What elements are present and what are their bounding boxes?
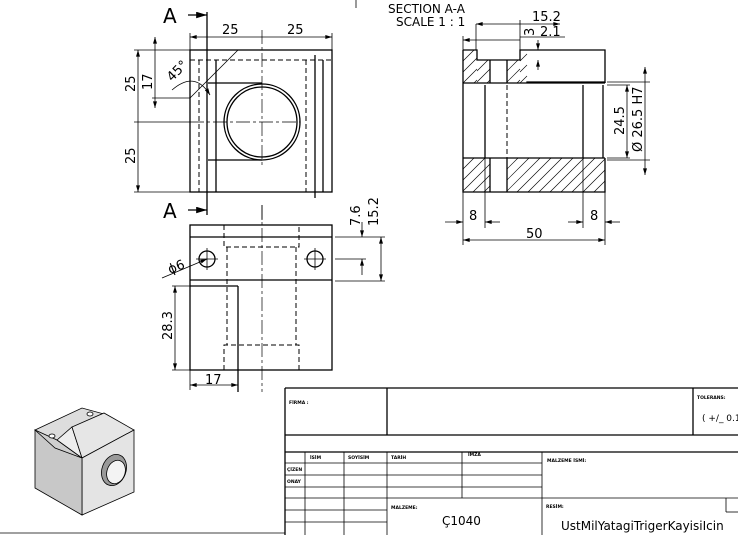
hatch-line xyxy=(571,158,606,193)
hatch-line xyxy=(506,157,541,192)
section-scale: SCALE 1 : 1 xyxy=(396,15,465,29)
dim-top-height-lower: 25 xyxy=(124,147,139,164)
hatch-line xyxy=(462,157,475,170)
col-soyisim: SOYİSİM xyxy=(348,454,370,461)
dim-top-width-right: 25 xyxy=(287,23,304,38)
dim-section-slot-width: 15.2 xyxy=(532,10,561,25)
section-title: SECTION A-A xyxy=(388,2,466,16)
hatch-line xyxy=(506,157,530,181)
dim-section-bore-inner: 24.5 xyxy=(613,106,628,135)
section-view: SECTION A-A SCALE 1 : 1 15.2 3 2.1 24.5 … xyxy=(388,2,650,245)
hatch-line xyxy=(462,163,491,192)
firma-label: FİRMA : xyxy=(289,399,309,406)
hatch-line xyxy=(462,68,478,84)
hatch-line xyxy=(593,180,606,193)
section-marker-bottom: A xyxy=(163,199,177,223)
dim-chamfer-angle: 45° xyxy=(164,58,191,85)
section-hatching xyxy=(462,49,606,193)
hatch-line xyxy=(476,68,491,83)
hatch-line xyxy=(506,157,519,170)
tolerans-value: ( +/_ 0.1 xyxy=(702,414,738,424)
hatch-line xyxy=(560,157,596,193)
hatch-line xyxy=(462,49,475,62)
resim-label: RESİM: xyxy=(546,503,564,510)
malzeme-ismi-label: MALZEME İSMİ: xyxy=(547,457,586,464)
dim-front-height: 28.3 xyxy=(161,311,176,340)
col-isim: İSİM xyxy=(310,454,322,461)
hatch-line xyxy=(549,157,585,193)
dim-section-slot-depth-a: 3 xyxy=(523,28,538,36)
malzeme-value: Ç1040 xyxy=(442,514,481,528)
section-marker-top: A xyxy=(163,4,177,28)
tolerans-label: TOLERANS: xyxy=(697,395,726,401)
dim-top-width-left: 25 xyxy=(222,23,239,38)
hatch-line xyxy=(462,57,478,73)
hatch-line xyxy=(519,64,528,73)
chamfer-line xyxy=(189,49,239,99)
hatch-line xyxy=(582,169,606,193)
top-view-outline xyxy=(189,49,333,193)
hatch-line xyxy=(516,157,552,193)
top-view: A A 25 25 25 25 17 45° xyxy=(124,4,333,223)
dim-section-slot-depth-b: 2.1 xyxy=(540,25,561,40)
hatch-line xyxy=(519,53,528,62)
hatch-line xyxy=(476,59,489,72)
dim-section-counterbore-left: 8 xyxy=(469,209,477,224)
dim-section-bore-fit: Ø 26.5 H7 xyxy=(631,87,646,153)
front-view: ϕ6 28.3 17 7.6 15.2 xyxy=(161,197,385,392)
row-cizen: ÇİZEN xyxy=(287,466,302,473)
hatch-line xyxy=(462,157,486,181)
hatch-line xyxy=(519,75,528,84)
col-tarih: TARİH xyxy=(391,454,406,461)
dim-front-width: 17 xyxy=(205,373,222,388)
dim-front-slot-depth: 15.2 xyxy=(367,197,382,226)
dim-top-height-upper: 25 xyxy=(124,75,139,92)
dim-chamfer-height: 17 xyxy=(141,73,156,90)
resim-value: UstMilYatagiTrigerKayisiIcin xyxy=(561,519,724,533)
hatch-line xyxy=(472,174,491,193)
isometric-view xyxy=(34,407,135,516)
section-outline xyxy=(462,49,606,193)
hatch-line xyxy=(538,157,574,193)
malzeme-label: MALZEME: xyxy=(391,505,418,511)
dim-section-counterbore-right: 8 xyxy=(590,209,598,224)
col-imza: İMZA xyxy=(468,451,481,458)
hatch-line xyxy=(506,68,521,83)
dim-front-hole-offset: 7.6 xyxy=(349,205,364,226)
dim-hole-diameter: ϕ6 xyxy=(166,257,187,277)
hatch-line xyxy=(506,59,519,72)
title-block: FİRMA : TOLERANS: ( +/_ 0.1 İSİM SOYİSİM… xyxy=(0,387,738,535)
hatch-line xyxy=(527,157,563,193)
dim-section-total-width: 50 xyxy=(526,227,543,242)
row-onay: ONAY xyxy=(287,479,302,485)
front-view-outline xyxy=(189,224,333,371)
